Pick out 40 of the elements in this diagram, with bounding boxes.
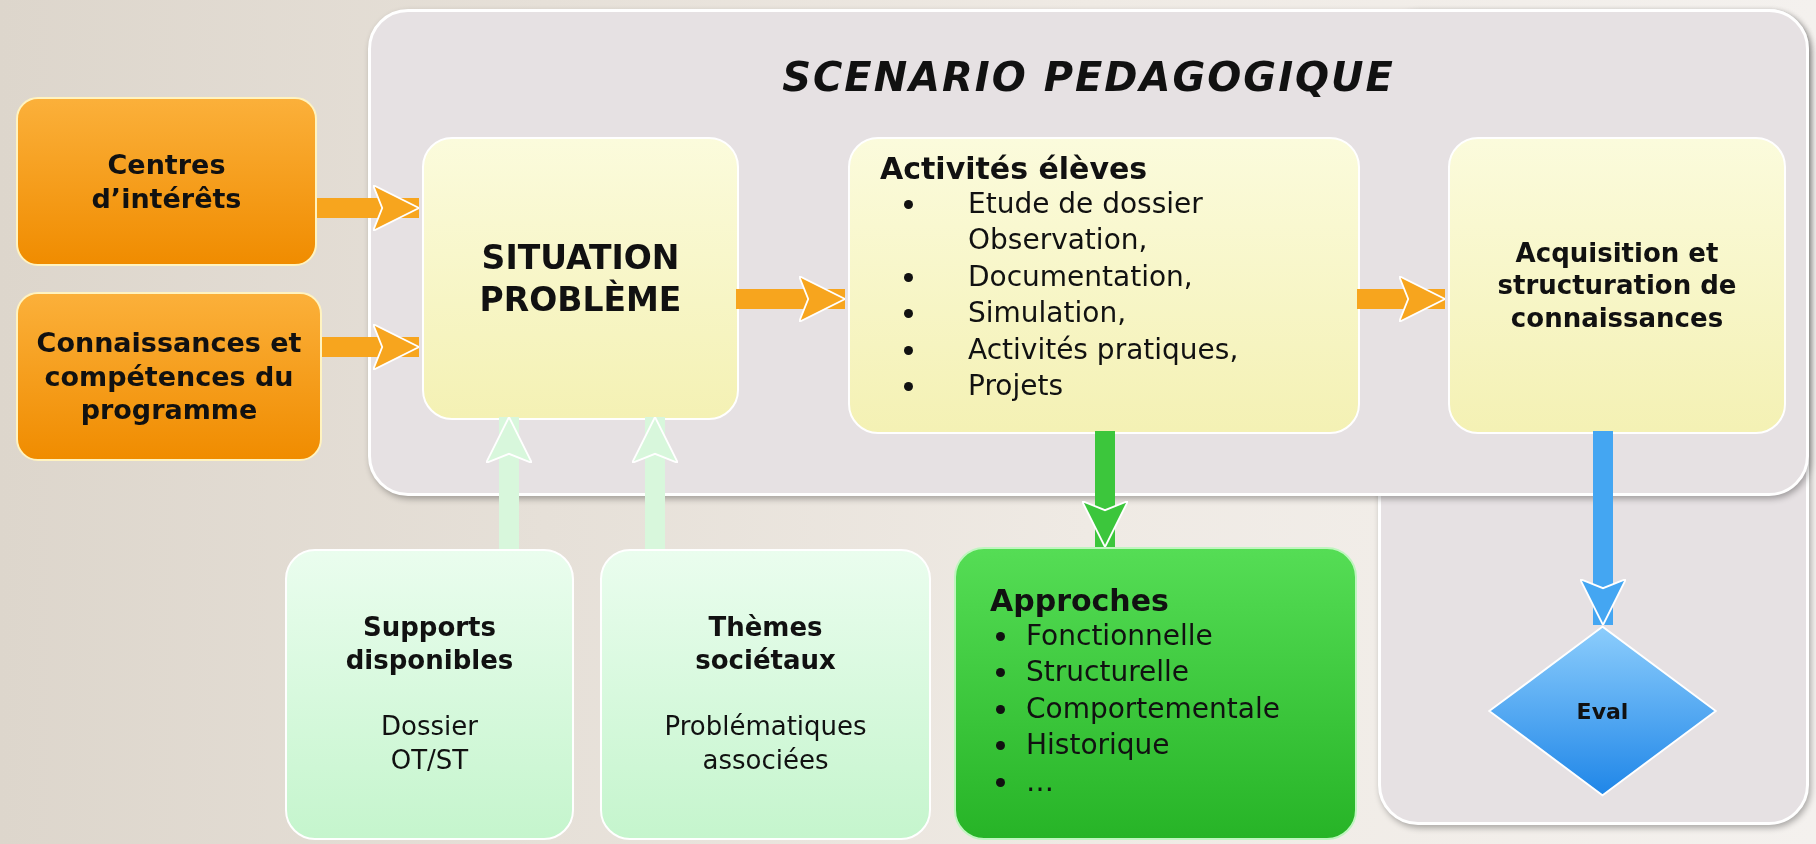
arrow [322,323,420,371]
list-item: Fonctionnelle [1026,619,1213,652]
arrow [1081,431,1129,548]
box-text: Problématiques associées [664,711,867,775]
box-heading: Thèmes sociétaux [695,612,836,675]
diamond-label: Eval [1576,698,1629,724]
box-label: Acquisition et structuration de connaissances [1497,237,1737,333]
box-heading: Supports disponibles [345,612,514,675]
scenario-panel [368,9,1809,496]
approach-box [954,547,1357,840]
arrow [317,184,420,232]
list-item: Simulation, [968,296,1127,330]
box-heading: Approches [990,583,1169,618]
process-box [1448,137,1786,434]
list-item: Projets [968,368,1063,402]
arrow [1357,275,1446,323]
resource-box [600,549,931,840]
arrow [1579,431,1627,626]
arrow [485,416,533,549]
input-box [16,292,322,461]
activity-box [848,137,1360,434]
decision-diamond [1487,625,1718,797]
box-label: SITUATION PROBLÈME [479,238,682,319]
resource-box [285,549,574,840]
arrow [631,416,679,549]
box-label: Connaissances et compétences du programme [36,326,302,426]
list-item: Documentation, [968,259,1193,293]
box-label: Centres d’intérêts [91,148,242,214]
panel-heading: SCENARIO PEDAGOGIQUE [782,54,1395,100]
input-box [16,97,317,266]
arrow [736,275,846,323]
list-item: Historique [1026,728,1170,762]
box-text: Dossier OT/ST [381,711,478,775]
box-heading: Activités élèves [880,151,1148,186]
list-item: Activités pratiques, [968,332,1239,366]
process-box [422,137,739,420]
list-item: Structurelle [1026,655,1190,689]
list-item: … [1026,764,1054,798]
list-item: Etude de dossier Observation, [968,187,1203,257]
list-item: Comportementale [1026,691,1280,725]
